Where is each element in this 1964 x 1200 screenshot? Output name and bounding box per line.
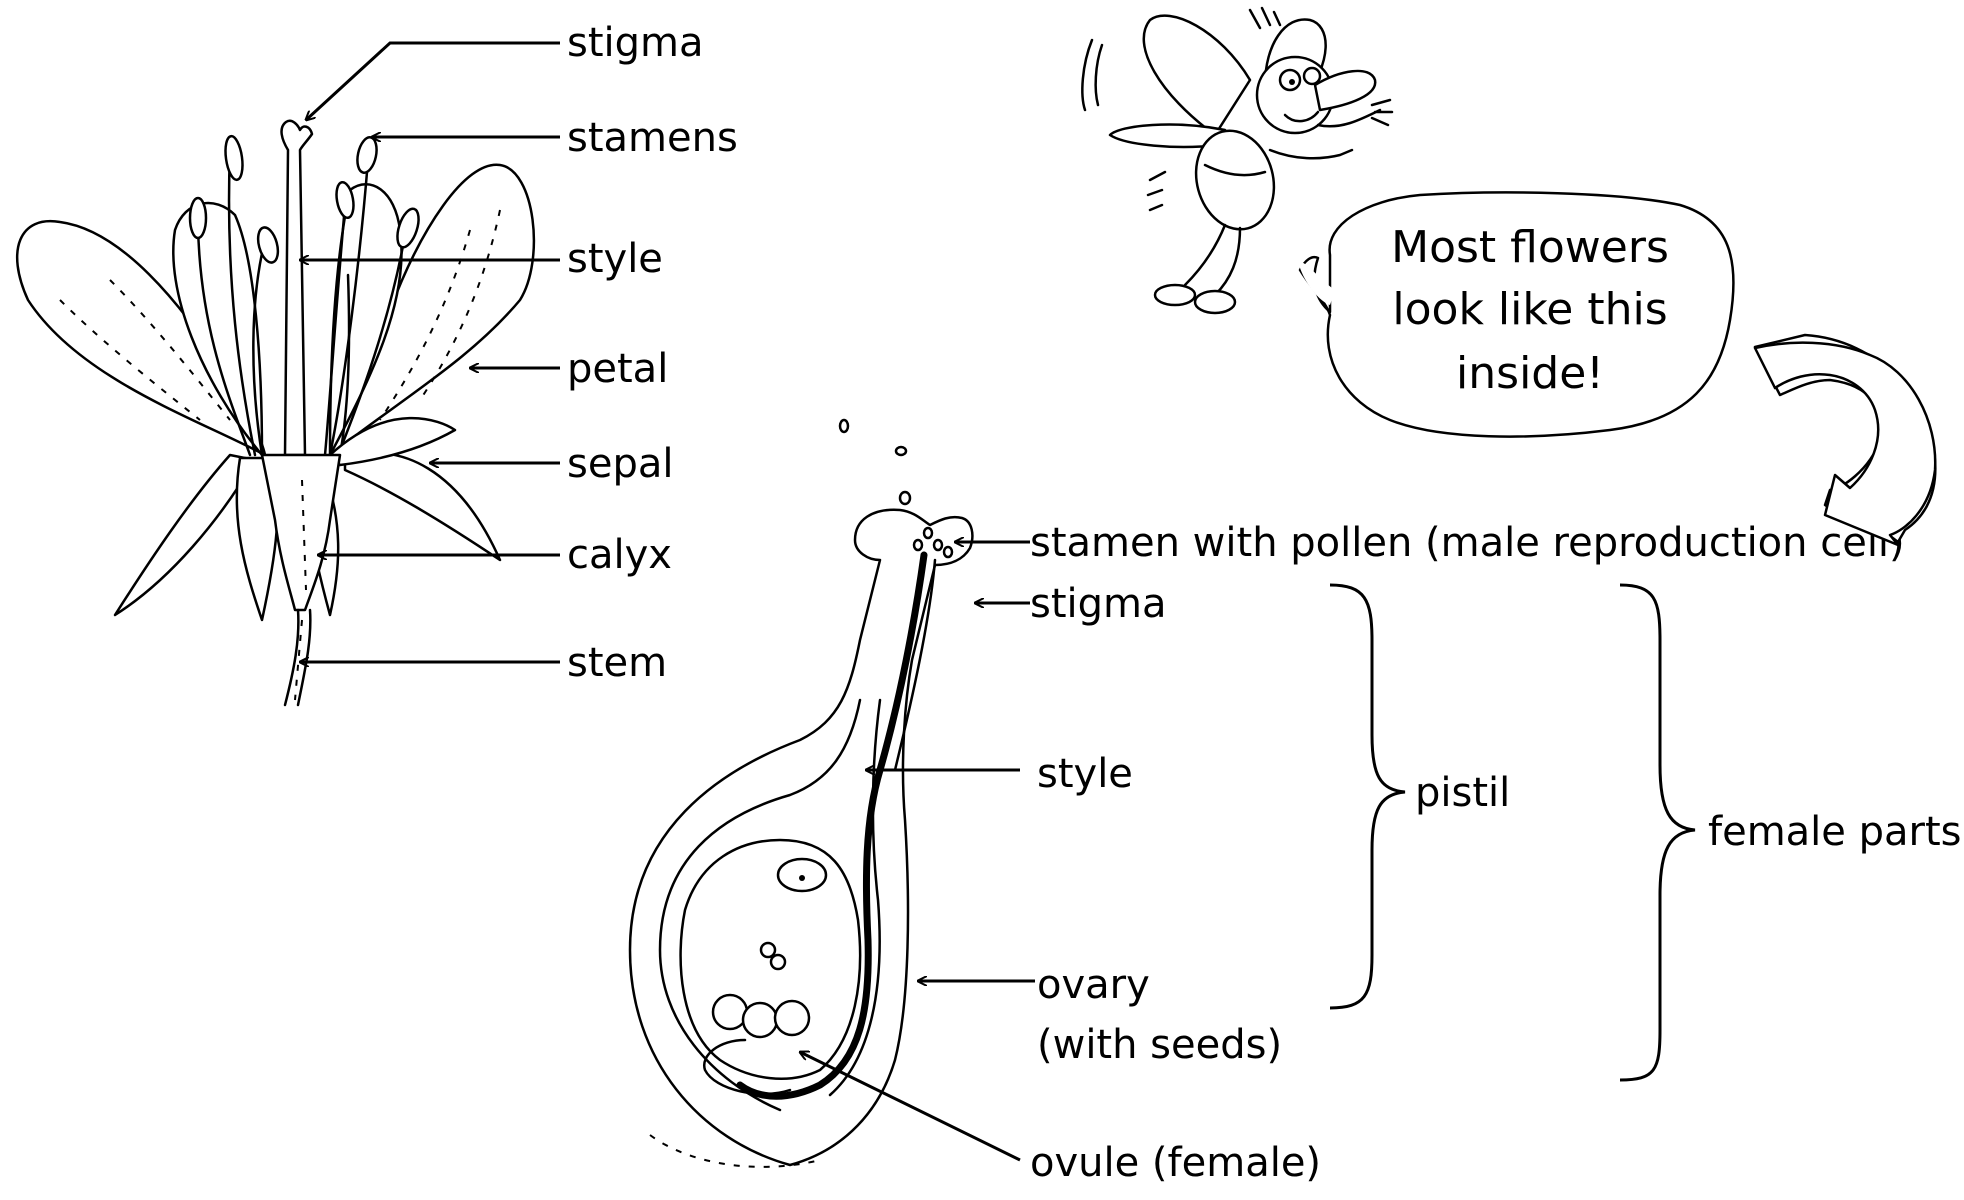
- label-stem: stem: [567, 640, 667, 686]
- pollen-grains: [838, 418, 954, 559]
- speech-bubble: [1298, 191, 1735, 438]
- label-ovary: ovary: [1037, 962, 1150, 1008]
- flower-illustration: [15, 119, 536, 707]
- label-stamens: stamens: [567, 115, 738, 161]
- pistil-brace: [1329, 583, 1406, 1010]
- label-calyx: calyx: [567, 532, 672, 578]
- female-parts-brace: [1619, 583, 1696, 1082]
- pistil-pointers: [800, 542, 1035, 1162]
- bubble-line-3: inside!: [1456, 348, 1604, 399]
- label-female-parts: female parts: [1708, 809, 1961, 855]
- pistil-illustration: [628, 508, 974, 1168]
- label-pistil-stigma: stigma: [1030, 581, 1167, 627]
- label-sepal: sepal: [567, 441, 673, 487]
- label-pistil-style: style: [1037, 751, 1133, 797]
- label-style: style: [567, 236, 663, 282]
- label-pistil-group: pistil: [1415, 770, 1510, 816]
- label-ovule: ovule (female): [1030, 1140, 1321, 1186]
- label-ovary-with-seeds: (with seeds): [1037, 1022, 1282, 1068]
- bubble-line-1: Most flowers: [1391, 222, 1669, 273]
- label-petal: petal: [567, 346, 668, 392]
- cartoon-bee-icon: [1081, 6, 1394, 315]
- bubble-line-2: look like this: [1392, 284, 1667, 335]
- flower-pointers: [300, 41, 560, 662]
- label-stigma: stigma: [567, 20, 704, 66]
- label-stamen-with-pollen: stamen with pollen (male reproduction ce…: [1030, 520, 1905, 566]
